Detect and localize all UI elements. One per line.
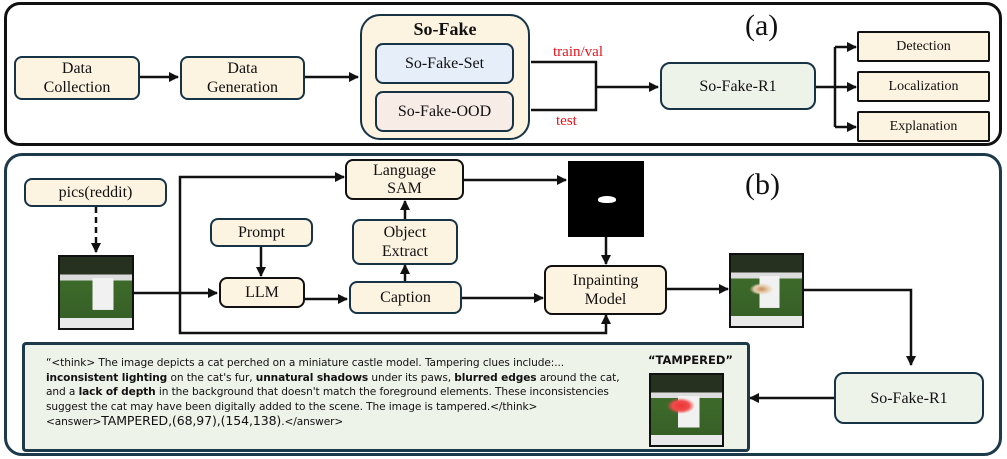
reasoning-highlight: lack of depth <box>78 386 156 399</box>
data-generation-node: Data Generation <box>180 56 305 100</box>
source-image <box>58 255 134 330</box>
so-fake-r1-node-b: So-Fake-R1 <box>834 372 984 424</box>
prompt-node: Prompt <box>210 218 313 247</box>
inpainting-model-node: Inpainting Model <box>544 265 667 315</box>
reasoning-segment: under its paws, <box>368 371 455 384</box>
output-detection: Detection <box>857 31 990 62</box>
reasoning-segment: “<think> The image depicts a cat perched… <box>46 357 565 369</box>
object-extract-node: Object Extract <box>352 219 458 265</box>
output-explanation: Explanation <box>857 111 990 142</box>
reasoning-text: “<think> The image depicts a cat perched… <box>46 356 626 430</box>
reasoning-segment: .</answer> <box>281 416 344 429</box>
reasoning-highlight: unnatural shadows <box>255 371 369 384</box>
reasoning-answer: TAMPERED,(68,97),(154,138) <box>101 413 282 429</box>
so-fake-ood-node: So-Fake-OOD <box>375 91 514 132</box>
so-fake-set-node: So-Fake-Set <box>375 43 514 84</box>
test-label: test <box>556 113 577 129</box>
so-fake-r1-node-a: So-Fake-R1 <box>660 62 816 110</box>
result-image <box>649 373 724 447</box>
reasoning-highlight: inconsistent lighting <box>46 371 168 384</box>
split-wire <box>531 60 598 112</box>
mask-image <box>568 161 644 237</box>
reasoning-segment: in the background that doesn't match the… <box>46 386 609 429</box>
panel-a-label: (a) <box>745 9 779 42</box>
caption-node: Caption <box>349 281 462 314</box>
panel-b-label: (b) <box>745 168 780 201</box>
reasoning-panel <box>22 342 750 452</box>
result-label: “TAMPERED” <box>648 353 733 367</box>
panel-b <box>4 153 1002 456</box>
mask-blob <box>598 196 616 203</box>
reasoning-highlight: blurred edges <box>454 371 537 384</box>
pics-reddit-node: pics(reddit) <box>24 178 167 207</box>
arrow-image-to-sam <box>178 172 345 293</box>
inpainted-image <box>729 253 804 328</box>
reasoning-segment: around the cat, and a <box>46 371 620 399</box>
llm-node: LLM <box>219 277 305 308</box>
language-sam-node: Language SAM <box>345 159 464 200</box>
data-collection-node: Data Collection <box>14 56 140 100</box>
so-fake-title: So-Fake <box>413 19 477 39</box>
arrow-output-to-r1 <box>804 288 916 366</box>
output-localization: Localization <box>857 71 990 102</box>
reasoning-segment: on the cat's fur, <box>167 371 256 384</box>
arrow-image-to-inpainting <box>178 293 611 335</box>
panel-a <box>4 2 1002 146</box>
train-val-label: train/val <box>553 44 603 60</box>
